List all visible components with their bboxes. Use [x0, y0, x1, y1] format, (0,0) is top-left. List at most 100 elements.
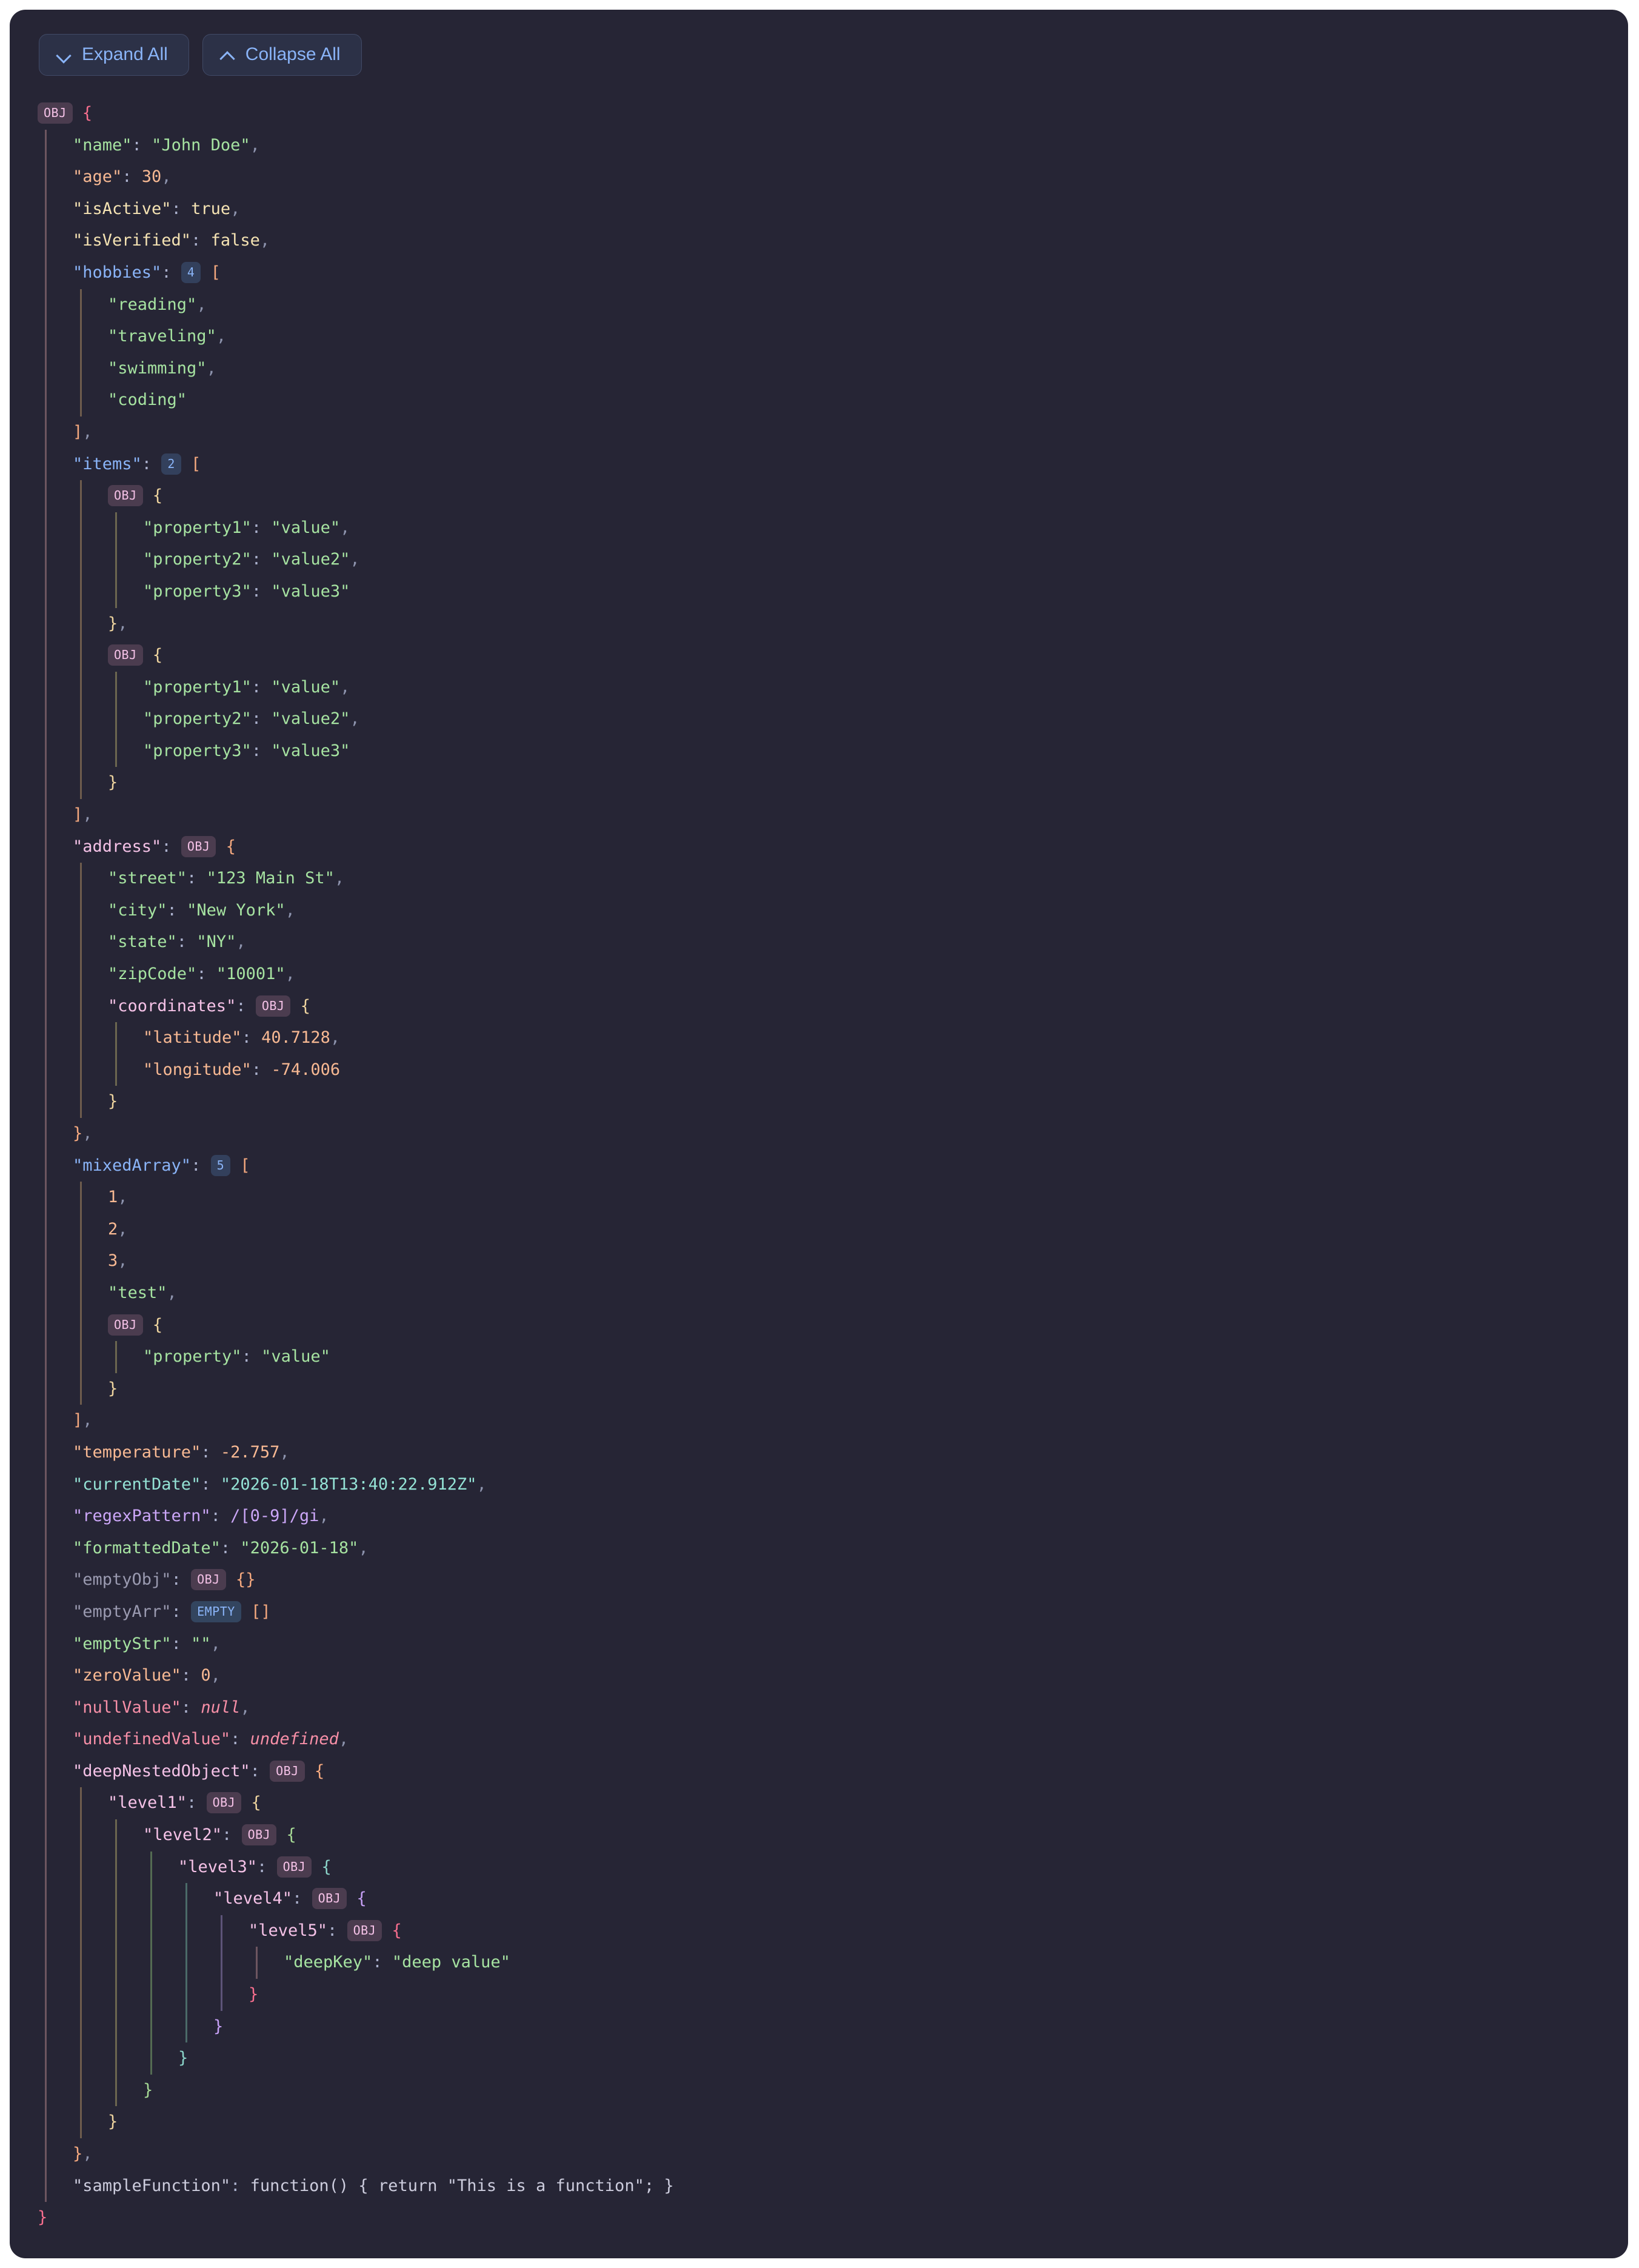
- json-row[interactable]: }: [38, 2202, 1628, 2234]
- json-row[interactable]: }: [38, 2010, 1628, 2043]
- json-open-bracket[interactable]: {: [152, 646, 163, 665]
- json-open-bracket[interactable]: {: [225, 837, 236, 856]
- json-row[interactable]: ],: [38, 799, 1628, 831]
- json-row[interactable]: "deepNestedObject": OBJ {: [38, 1755, 1628, 1788]
- json-close-bracket[interactable]: }: [73, 2144, 83, 2163]
- json-row[interactable]: "mixedArray": 5 [: [38, 1149, 1628, 1182]
- json-open-bracket[interactable]: {: [392, 1921, 402, 1940]
- json-row[interactable]: "isVerified": false,: [38, 225, 1628, 257]
- json-row[interactable]: OBJ {: [38, 1309, 1628, 1342]
- json-row[interactable]: "undefinedValue": undefined,: [38, 1724, 1628, 1756]
- json-row[interactable]: "deepKey": "deep value": [38, 1947, 1628, 1979]
- json-row[interactable]: "property1": "value",: [38, 671, 1628, 704]
- json-tree[interactable]: OBJ {"name": "John Doe","age": 30,"isAct…: [10, 76, 1628, 2234]
- json-row[interactable]: "emptyObj": OBJ {}: [38, 1564, 1628, 1596]
- json-row[interactable]: "hobbies": 4 [: [38, 256, 1628, 289]
- json-open-bracket[interactable]: {: [315, 1761, 325, 1781]
- json-row[interactable]: "level5": OBJ {: [38, 1915, 1628, 1947]
- json-row[interactable]: "regexPattern": /[0-9]/gi,: [38, 1500, 1628, 1533]
- json-close-bracket[interactable]: }: [108, 1379, 118, 1398]
- collapse-all-button[interactable]: Collapse All: [202, 34, 362, 76]
- json-row[interactable]: "traveling",: [38, 321, 1628, 353]
- json-open-bracket[interactable]: []: [251, 1602, 271, 1621]
- json-row[interactable]: "reading",: [38, 289, 1628, 321]
- json-row[interactable]: }: [38, 1086, 1628, 1118]
- json-close-bracket[interactable]: ]: [73, 1411, 83, 1430]
- json-row[interactable]: "longitude": -74.006: [38, 1054, 1628, 1086]
- json-row[interactable]: "currentDate": "2026-01-18T13:40:22.912Z…: [38, 1468, 1628, 1501]
- json-row[interactable]: OBJ {: [38, 640, 1628, 672]
- json-close-bracket[interactable]: }: [249, 1985, 259, 2004]
- json-row[interactable]: "property3": "value3": [38, 575, 1628, 608]
- json-row[interactable]: "city": "New York",: [38, 894, 1628, 927]
- json-row[interactable]: ],: [38, 1405, 1628, 1437]
- json-open-bracket[interactable]: [: [240, 1156, 250, 1175]
- json-open-bracket[interactable]: {: [152, 1315, 163, 1334]
- json-row[interactable]: "swimming",: [38, 352, 1628, 385]
- json-open-bracket[interactable]: {: [251, 1793, 261, 1813]
- json-row[interactable]: "age": 30,: [38, 161, 1628, 193]
- json-row[interactable]: OBJ {: [38, 98, 1628, 130]
- json-close-bracket[interactable]: ]: [73, 805, 83, 825]
- json-row[interactable]: "coordinates": OBJ {: [38, 990, 1628, 1023]
- json-close-bracket[interactable]: ]: [73, 422, 83, 441]
- json-row[interactable]: "street": "123 Main St",: [38, 863, 1628, 895]
- json-row[interactable]: "property1": "value",: [38, 512, 1628, 544]
- json-row[interactable]: "items": 2 [: [38, 448, 1628, 481]
- json-row[interactable]: 1,: [38, 1182, 1628, 1214]
- json-open-bracket[interactable]: {: [321, 1857, 332, 1876]
- json-row[interactable]: 2,: [38, 1213, 1628, 1246]
- json-row[interactable]: "emptyArr": EMPTY []: [38, 1596, 1628, 1628]
- json-row[interactable]: "property3": "value3": [38, 735, 1628, 768]
- json-row[interactable]: OBJ {: [38, 480, 1628, 512]
- json-close-bracket[interactable]: }: [108, 773, 118, 792]
- json-row[interactable]: }: [38, 2106, 1628, 2138]
- json-row[interactable]: "property": "value": [38, 1341, 1628, 1373]
- expand-all-button[interactable]: Expand All: [39, 34, 189, 76]
- json-row[interactable]: }: [38, 1373, 1628, 1405]
- json-open-bracket[interactable]: {: [82, 104, 93, 122]
- json-open-bracket[interactable]: {: [152, 486, 163, 506]
- json-row[interactable]: "property2": "value2",: [38, 703, 1628, 735]
- json-row[interactable]: }: [38, 2042, 1628, 2075]
- json-row[interactable]: ],: [38, 416, 1628, 449]
- json-row[interactable]: "isActive": true,: [38, 193, 1628, 226]
- json-row[interactable]: "property2": "value2",: [38, 544, 1628, 576]
- json-open-bracket[interactable]: {: [356, 1889, 367, 1908]
- json-open-bracket[interactable]: {: [300, 996, 310, 1015]
- json-row[interactable]: },: [38, 1118, 1628, 1150]
- json-row[interactable]: "name": "John Doe",: [38, 129, 1628, 162]
- json-row[interactable]: "level4": OBJ {: [38, 1883, 1628, 1915]
- json-row[interactable]: "test",: [38, 1277, 1628, 1310]
- json-row[interactable]: "formattedDate": "2026-01-18",: [38, 1532, 1628, 1565]
- json-row[interactable]: "coding": [38, 384, 1628, 416]
- json-row[interactable]: "latitude": 40.7128,: [38, 1022, 1628, 1054]
- json-row[interactable]: "nullValue": null,: [38, 1691, 1628, 1724]
- json-row[interactable]: "emptyStr": "",: [38, 1628, 1628, 1661]
- json-open-bracket[interactable]: {: [286, 1825, 296, 1845]
- json-close-bracket[interactable]: }: [213, 2016, 224, 2036]
- json-close-bracket[interactable]: }: [38, 2208, 48, 2227]
- json-row[interactable]: }: [38, 2074, 1628, 2107]
- json-row[interactable]: "level3": OBJ {: [38, 1851, 1628, 1884]
- json-row[interactable]: "state": "NY",: [38, 926, 1628, 959]
- json-row[interactable]: "zeroValue": 0,: [38, 1660, 1628, 1692]
- json-row[interactable]: "level2": OBJ {: [38, 1819, 1628, 1852]
- json-close-bracket[interactable]: }: [108, 614, 118, 633]
- json-row[interactable]: },: [38, 2138, 1628, 2170]
- json-close-bracket[interactable]: }: [108, 1092, 118, 1111]
- json-row[interactable]: "zipCode": "10001",: [38, 958, 1628, 991]
- json-row[interactable]: }: [38, 767, 1628, 800]
- json-open-bracket[interactable]: [: [191, 454, 201, 473]
- json-row[interactable]: "sampleFunction": function() { return "T…: [38, 2170, 1628, 2203]
- json-close-bracket[interactable]: }: [143, 2080, 153, 2099]
- json-row[interactable]: }: [38, 1979, 1628, 2011]
- json-open-bracket[interactable]: [: [210, 263, 221, 282]
- json-row[interactable]: "level1": OBJ {: [38, 1787, 1628, 1820]
- json-row[interactable]: },: [38, 607, 1628, 640]
- json-open-bracket[interactable]: {}: [235, 1570, 256, 1590]
- json-close-bracket[interactable]: }: [73, 1124, 83, 1143]
- json-row[interactable]: "address": OBJ {: [38, 831, 1628, 863]
- json-row[interactable]: "temperature": -2.757,: [38, 1436, 1628, 1469]
- json-row[interactable]: 3,: [38, 1245, 1628, 1277]
